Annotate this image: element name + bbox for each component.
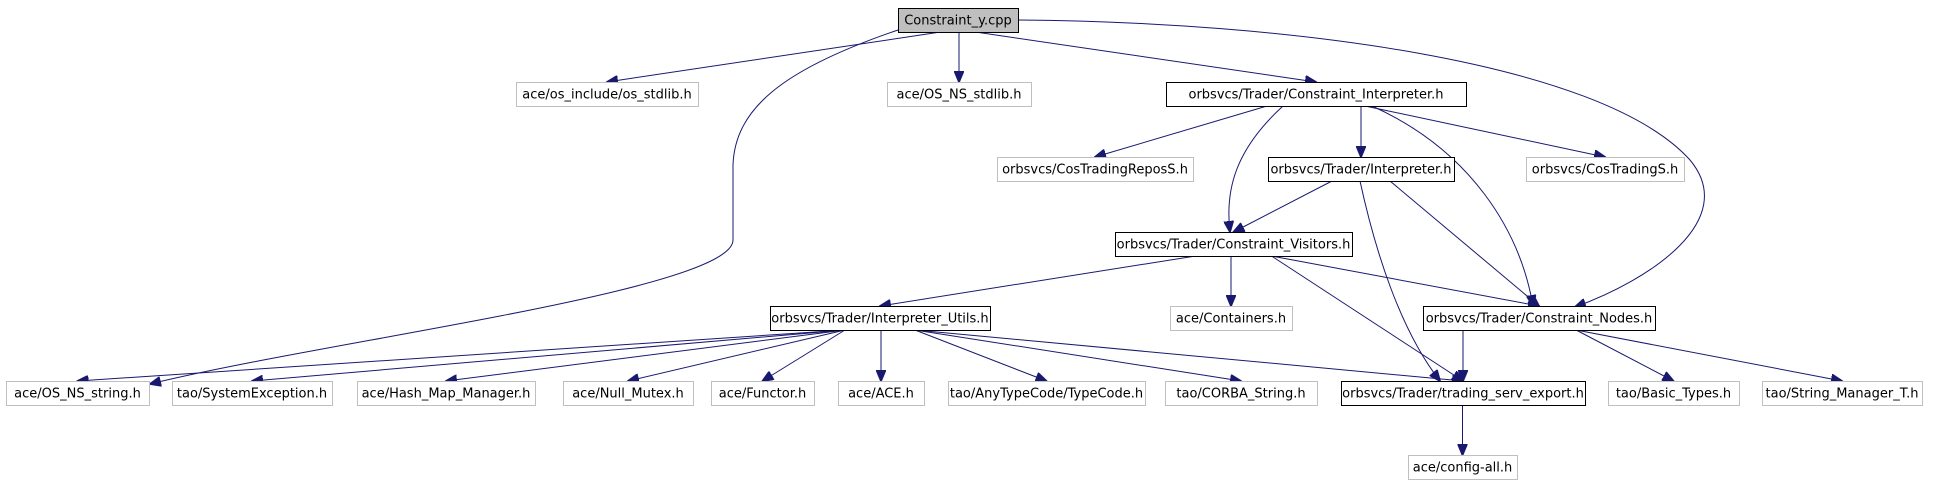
edge-constraint_visitors-to-interpreter_utils <box>880 255 1196 306</box>
edge-constraint_interpreter-to-constraint_nodes <box>1371 105 1533 306</box>
node-root[interactable]: Constraint_y.cpp <box>898 8 1019 33</box>
node-trading_serv_export[interactable]: orbsvcs/Trader/trading_serv_export.h <box>1341 381 1586 406</box>
node-label-system_exception: tao/SystemException.h <box>177 387 327 402</box>
node-box-os_ns_string[interactable] <box>6 381 150 406</box>
node-os_ns_string[interactable]: ace/OS_NS_string.h <box>6 381 150 406</box>
node-label-root: Constraint_y.cpp <box>904 14 1012 29</box>
edge-constraint_nodes-to-string_manager <box>1576 329 1842 381</box>
node-label-os_include_stdlib: ace/os_include/os_stdlib.h <box>522 88 691 103</box>
node-label-containers: ace/Containers.h <box>1176 312 1286 327</box>
edge-root-to-constraint_interpreter <box>975 31 1317 82</box>
edge-interpreter-to-constraint_visitors <box>1234 180 1333 232</box>
node-box-constraint_visitors[interactable] <box>1115 232 1353 257</box>
node-typecode[interactable]: tao/AnyTypeCode/TypeCode.h <box>948 381 1146 406</box>
node-box-cos_trading_s[interactable] <box>1526 157 1685 182</box>
edge-constraint_interpreter-to-cos_trading_repos <box>1095 105 1268 157</box>
node-cos_trading_repos[interactable]: orbsvcs/CosTradingReposS.h <box>997 157 1194 182</box>
node-null_mutex[interactable]: ace/Null_Mutex.h <box>563 381 694 406</box>
node-label-typecode: tao/AnyTypeCode/TypeCode.h <box>950 387 1143 402</box>
node-label-null_mutex: ace/Null_Mutex.h <box>572 387 684 402</box>
edge-interpreter-to-trading_serv_export <box>1359 180 1440 381</box>
node-box-config_all[interactable] <box>1408 455 1518 480</box>
node-label-interpreter: orbsvcs/Trader/Interpreter.h <box>1270 163 1451 178</box>
edge-interpreter_utils-to-typecode <box>914 329 1047 381</box>
node-label-cos_trading_repos: orbsvcs/CosTradingReposS.h <box>1002 163 1188 178</box>
node-label-string_manager: tao/String_Manager_T.h <box>1766 387 1919 402</box>
node-constraint_visitors[interactable]: orbsvcs/Trader/Constraint_Visitors.h <box>1115 232 1353 257</box>
node-box-functor[interactable] <box>711 381 815 406</box>
node-interpreter_utils[interactable]: orbsvcs/Trader/Interpreter_Utils.h <box>770 306 991 331</box>
node-box-root[interactable] <box>898 8 1019 33</box>
node-label-os_ns_stdlib: ace/OS_NS_stdlib.h <box>897 88 1022 103</box>
node-box-constraint_interpreter[interactable] <box>1166 82 1467 107</box>
nodes-layer: Constraint_y.cpp ace/os_include/os_stdlib… <box>6 8 1923 480</box>
edge-interpreter_utils-to-hash_map_manager <box>446 329 846 381</box>
node-label-interpreter_utils: orbsvcs/Trader/Interpreter_Utils.h <box>771 312 988 327</box>
node-box-trading_serv_export[interactable] <box>1341 381 1586 406</box>
edge-interpreter-to-constraint_nodes <box>1389 180 1539 306</box>
node-label-corba_string: tao/CORBA_String.h <box>1176 387 1305 402</box>
edge-constraint_interpreter-to-constraint_visitors <box>1229 105 1284 232</box>
node-label-config_all: ace/config-all.h <box>1413 461 1513 476</box>
node-interpreter[interactable]: orbsvcs/Trader/Interpreter.h <box>1268 157 1455 182</box>
edge-root-to-constraint_nodes <box>1017 19 1705 307</box>
edge-interpreter_utils-to-os_ns_string <box>78 329 846 381</box>
edge-interpreter_utils-to-null_mutex <box>628 329 846 381</box>
edge-interpreter_utils-to-functor <box>763 329 846 381</box>
node-box-ace_h[interactable] <box>838 381 925 406</box>
node-label-basic_types: tao/Basic_Types.h <box>1616 387 1731 402</box>
edge-interpreter_utils-to-trading_serv_export <box>914 329 1463 381</box>
node-os_ns_stdlib[interactable]: ace/OS_NS_stdlib.h <box>887 82 1032 107</box>
edge-interpreter_utils-to-system_exception <box>252 329 846 381</box>
node-box-string_manager[interactable] <box>1762 381 1923 406</box>
node-basic_types[interactable]: tao/Basic_Types.h <box>1608 381 1740 406</box>
edge-constraint_visitors-to-constraint_nodes <box>1271 255 1540 306</box>
node-label-functor: ace/Functor.h <box>719 387 806 402</box>
node-system_exception[interactable]: tao/SystemException.h <box>172 381 333 406</box>
node-constraint_interpreter[interactable]: orbsvcs/Trader/Constraint_Interpreter.h <box>1166 82 1467 107</box>
node-corba_string[interactable]: tao/CORBA_String.h <box>1165 381 1318 406</box>
node-label-constraint_interpreter: orbsvcs/Trader/Constraint_Interpreter.h <box>1189 88 1444 103</box>
edge-interpreter_utils-to-corba_string <box>914 329 1241 381</box>
node-ace_h[interactable]: ace/ACE.h <box>838 381 925 406</box>
node-box-os_include_stdlib[interactable] <box>516 82 699 107</box>
node-os_include_stdlib[interactable]: ace/os_include/os_stdlib.h <box>516 82 699 107</box>
node-label-hash_map_manager: ace/Hash_Map_Manager.h <box>362 387 531 402</box>
node-label-constraint_visitors: orbsvcs/Trader/Constraint_Visitors.h <box>1117 238 1351 253</box>
node-label-constraint_nodes: orbsvcs/Trader/Constraint_Nodes.h <box>1426 312 1653 327</box>
node-functor[interactable]: ace/Functor.h <box>711 381 815 406</box>
edge-root-to-os_include_stdlib <box>607 31 941 82</box>
node-box-basic_types[interactable] <box>1608 381 1740 406</box>
node-config_all[interactable]: ace/config-all.h <box>1408 455 1518 480</box>
node-box-null_mutex[interactable] <box>563 381 694 406</box>
node-hash_map_manager[interactable]: ace/Hash_Map_Manager.h <box>357 381 536 406</box>
edge-root-to-os_ns_string <box>150 29 899 384</box>
edge-constraint_visitors-to-trading_serv_export <box>1271 255 1464 381</box>
node-box-constraint_nodes[interactable] <box>1423 306 1656 331</box>
node-box-typecode[interactable] <box>948 381 1146 406</box>
node-box-interpreter_utils[interactable] <box>770 306 991 331</box>
edge-constraint_nodes-to-basic_types <box>1575 329 1673 381</box>
node-label-os_ns_string: ace/OS_NS_string.h <box>14 387 141 402</box>
edges-layer <box>78 19 1843 455</box>
node-box-os_ns_stdlib[interactable] <box>887 82 1032 107</box>
node-label-cos_trading_s: orbsvcs/CosTradingS.h <box>1532 163 1678 178</box>
node-string_manager[interactable]: tao/String_Manager_T.h <box>1762 381 1923 406</box>
edge-constraint_interpreter-to-cos_trading_s <box>1364 105 1605 157</box>
node-containers[interactable]: ace/Containers.h <box>1170 306 1293 331</box>
node-box-system_exception[interactable] <box>172 381 333 406</box>
node-constraint_nodes[interactable]: orbsvcs/Trader/Constraint_Nodes.h <box>1423 306 1656 331</box>
node-label-ace_h: ace/ACE.h <box>848 387 914 402</box>
node-label-trading_serv_export: orbsvcs/Trader/trading_serv_export.h <box>1342 387 1584 402</box>
node-box-corba_string[interactable] <box>1165 381 1318 406</box>
node-box-hash_map_manager[interactable] <box>357 381 536 406</box>
node-box-containers[interactable] <box>1170 306 1293 331</box>
node-cos_trading_s[interactable]: orbsvcs/CosTradingS.h <box>1526 157 1685 182</box>
node-box-cos_trading_repos[interactable] <box>997 157 1194 182</box>
node-box-interpreter[interactable] <box>1268 157 1455 182</box>
